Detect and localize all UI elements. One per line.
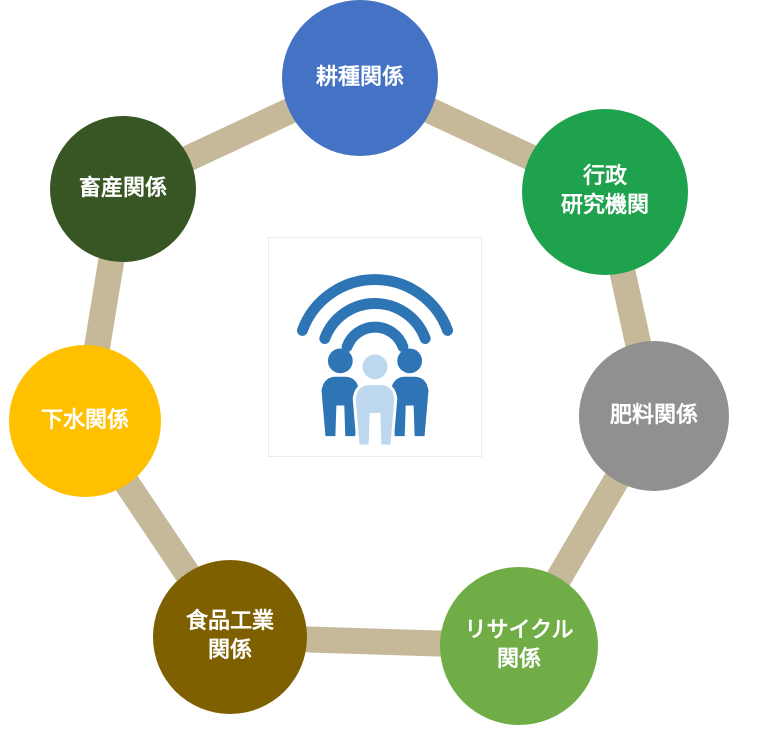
node-crop-farming: 耕種関係 [282, 0, 438, 156]
person-left-icon [321, 348, 360, 437]
wifi-arc-outer [296, 274, 454, 336]
node-admin-research: 行政 研究機関 [522, 109, 688, 275]
node-sewage: 下水関係 [9, 345, 161, 497]
node-crop-farming-label: 耕種関係 [315, 64, 404, 90]
wifi-arc-inner [341, 321, 409, 353]
node-fertilizer-label: 肥料関係 [609, 402, 698, 428]
node-recycling-label: リサイクル 関係 [464, 618, 574, 672]
center-icon-box [268, 237, 482, 457]
node-food-industry-label: 食品工業 関係 [185, 609, 274, 663]
person-center-icon [352, 351, 398, 448]
node-food-industry: 食品工業 関係 [153, 560, 307, 714]
person-right-icon [390, 348, 429, 437]
node-sewage-label: 下水関係 [40, 407, 129, 433]
node-livestock-label: 畜産関係 [78, 175, 167, 201]
node-admin-research-label: 行政 研究機関 [560, 164, 649, 218]
wifi-arc-middle [319, 298, 431, 345]
node-fertilizer: 肥料関係 [579, 341, 729, 491]
people-wifi-icon [296, 274, 454, 448]
node-recycling: リサイクル 関係 [440, 567, 598, 725]
node-livestock: 畜産関係 [50, 116, 196, 262]
